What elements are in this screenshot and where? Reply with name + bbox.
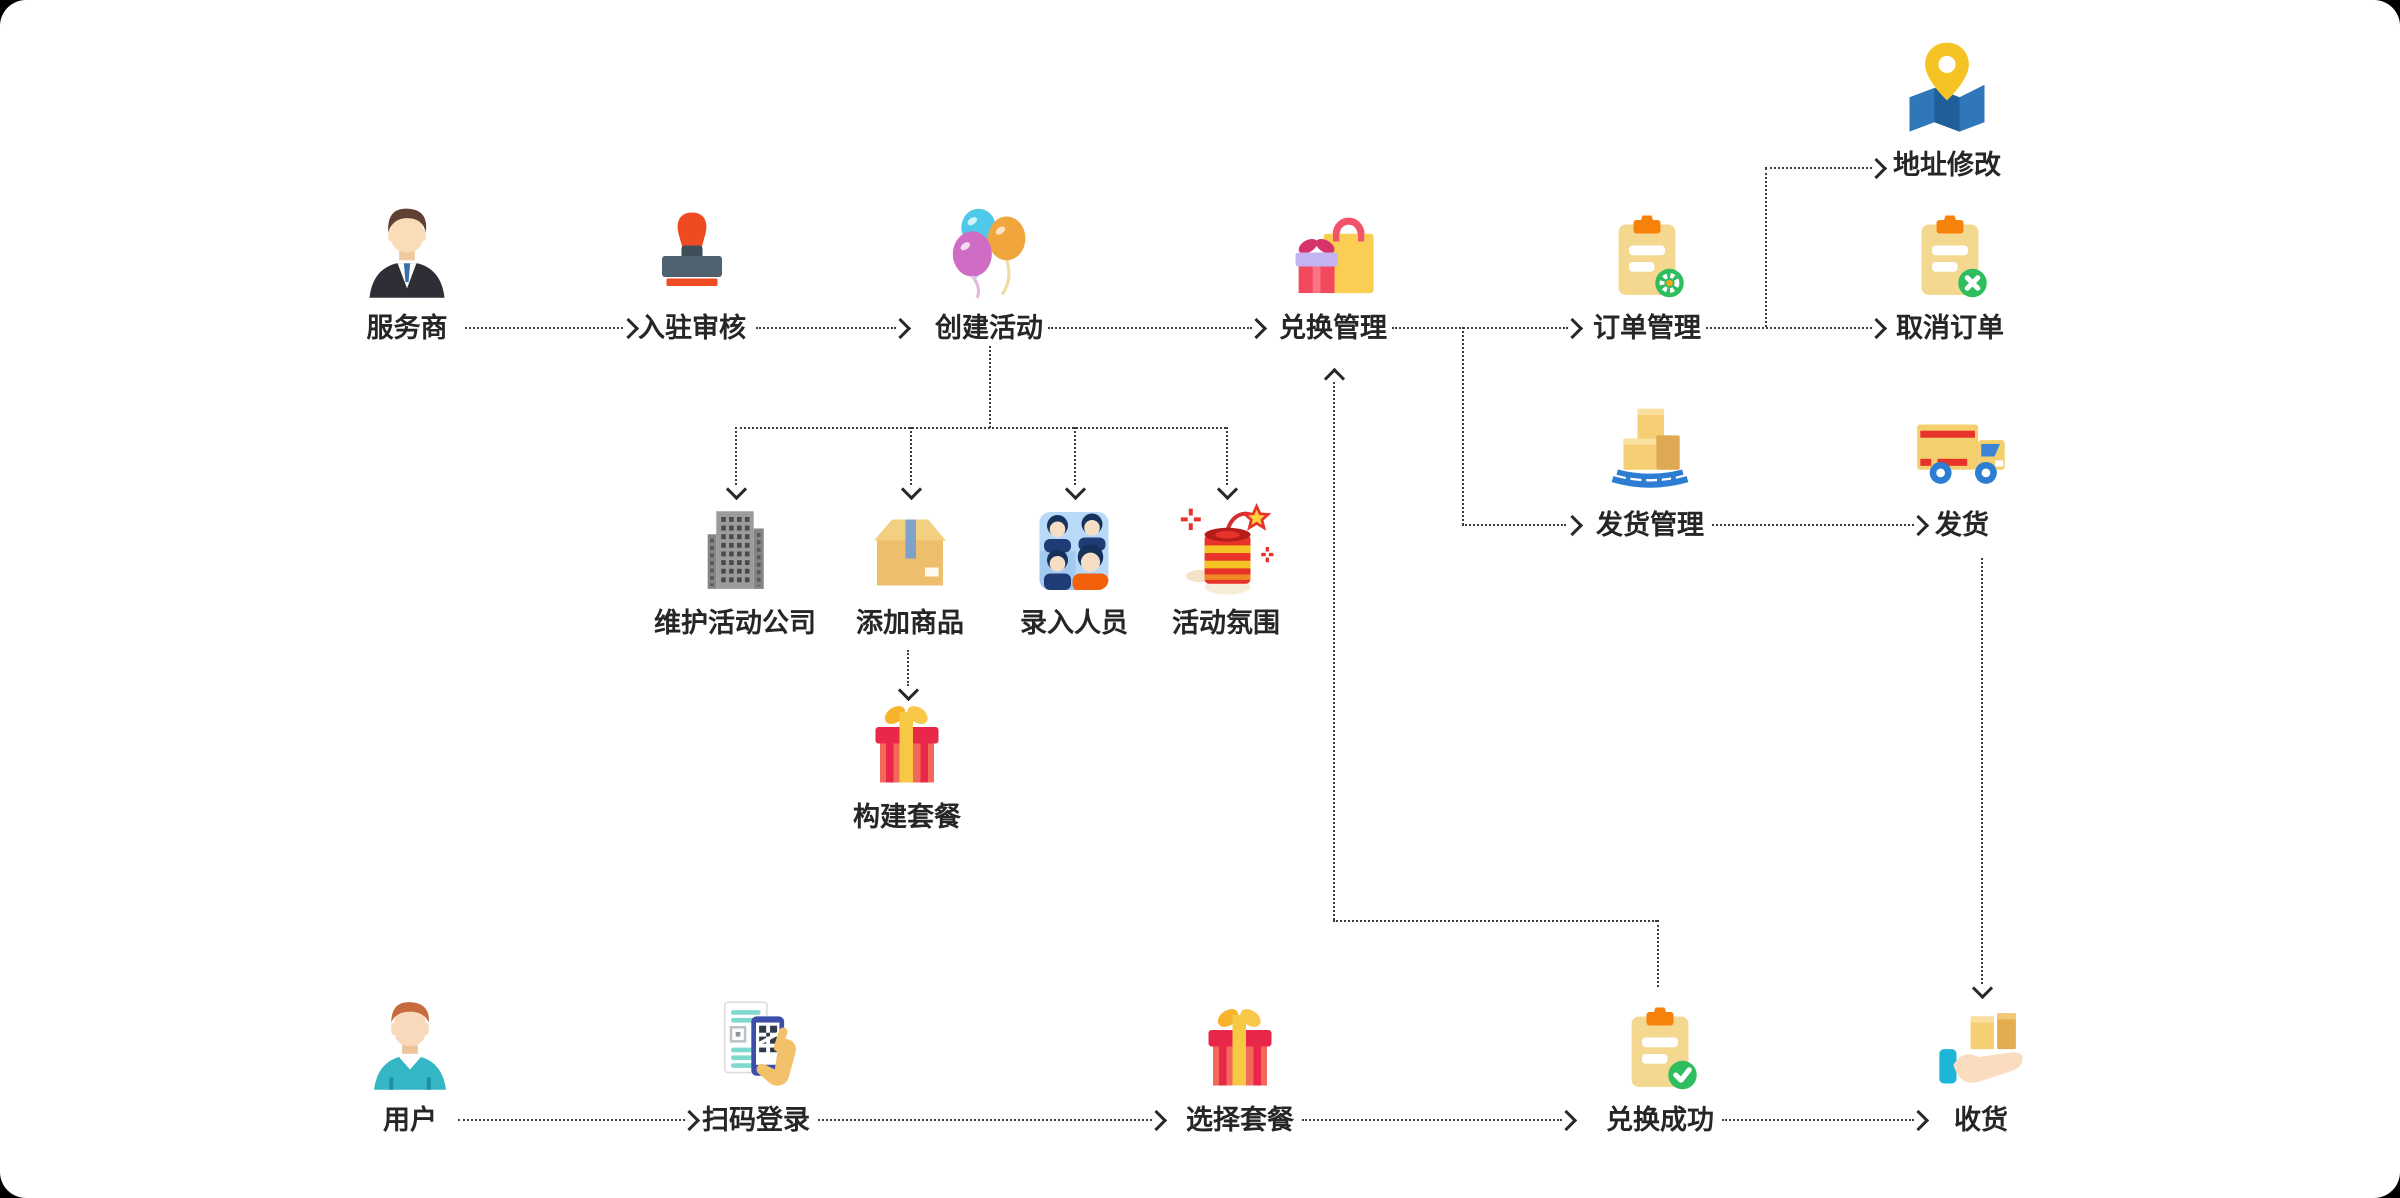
node-ship-mgmt: 发货管理 bbox=[1520, 395, 1780, 543]
connector-scan-to-choose bbox=[818, 1119, 1152, 1121]
node-add-product: 添加商品 bbox=[780, 493, 1040, 641]
node-label: 取消订单 bbox=[1896, 313, 2004, 343]
node-label: 录入人员 bbox=[1020, 608, 1128, 638]
user-icon bbox=[360, 990, 460, 1096]
connector-up-to-exchange bbox=[1333, 382, 1335, 920]
connector-product-to-package bbox=[907, 650, 909, 686]
node-label: 扫码登录 bbox=[702, 1105, 810, 1135]
connector-create-to-exchange bbox=[1048, 327, 1252, 329]
connector-ship-to-receive bbox=[1981, 558, 1983, 984]
connector-choose-to-success bbox=[1302, 1119, 1562, 1121]
clipboard-check-icon bbox=[1612, 990, 1708, 1096]
connector-service-to-review bbox=[465, 327, 623, 329]
node-label: 选择套餐 bbox=[1186, 1105, 1294, 1135]
node-label: 活动氛围 bbox=[1172, 608, 1280, 638]
node-label: 订单管理 bbox=[1593, 313, 1701, 343]
node-label: 服务商 bbox=[366, 313, 448, 343]
node-maintain-company: 维护活动公司 bbox=[605, 493, 865, 641]
node-create-activity: 创建活动 bbox=[859, 198, 1119, 346]
clipboard-cancel-icon bbox=[1902, 198, 1998, 304]
connector-success-up bbox=[1657, 920, 1659, 987]
connector-to-address bbox=[1765, 167, 1872, 169]
stamp-icon bbox=[644, 198, 740, 304]
node-label: 用户 bbox=[383, 1105, 437, 1135]
connector-drop-product bbox=[910, 427, 912, 485]
node-service-provider: 服务商 bbox=[277, 198, 537, 346]
node-enter-people: 录入人员 bbox=[944, 493, 1204, 641]
firecracker-icon bbox=[1176, 493, 1276, 599]
node-user: 用户 bbox=[280, 990, 540, 1138]
node-receive: 收货 bbox=[1851, 990, 2111, 1138]
hand-box-icon bbox=[1929, 990, 2034, 1096]
node-label: 入驻审核 bbox=[638, 313, 746, 343]
node-entry-review: 入驻审核 bbox=[562, 198, 822, 346]
node-ship: 发货 bbox=[1832, 395, 2092, 543]
connector-branch-down-ship bbox=[1462, 327, 1464, 525]
node-cancel-order: 取消订单 bbox=[1820, 198, 2080, 346]
people-group-icon bbox=[1026, 493, 1122, 599]
gift-box-icon bbox=[859, 687, 955, 793]
node-label: 发货管理 bbox=[1596, 510, 1704, 540]
carton-box-icon bbox=[862, 493, 958, 599]
node-exchange-mgmt: 兑换管理 bbox=[1203, 198, 1463, 346]
node-label: 构建套餐 bbox=[853, 802, 961, 832]
node-exchange-success: 兑换成功 bbox=[1530, 990, 1790, 1138]
node-label: 兑换管理 bbox=[1279, 313, 1387, 343]
node-label: 创建活动 bbox=[935, 313, 1043, 343]
businessman-icon bbox=[357, 198, 457, 304]
node-address-edit: 地址修改 bbox=[1817, 35, 2077, 183]
connector-success-to-receive bbox=[1722, 1119, 1914, 1121]
connector-branch-up-address bbox=[1765, 168, 1767, 327]
qr-scan-icon bbox=[706, 990, 806, 1096]
node-label: 地址修改 bbox=[1893, 150, 2001, 180]
node-order-mgmt: 订单管理 bbox=[1517, 198, 1777, 346]
connector-to-ship-mgmt bbox=[1462, 524, 1566, 526]
node-label: 收货 bbox=[1954, 1105, 2008, 1135]
connector-review-to-create bbox=[756, 327, 896, 329]
balloons-icon bbox=[937, 198, 1042, 304]
gift-box-icon bbox=[1192, 990, 1288, 1096]
pallet-boxes-icon bbox=[1600, 395, 1700, 501]
arrowhead bbox=[1323, 367, 1346, 390]
node-activity-vibe: 活动氛围 bbox=[1096, 493, 1356, 641]
connector-create-stem bbox=[989, 346, 991, 428]
connector-order-to-cancel bbox=[1706, 327, 1872, 329]
node-choose-package: 选择套餐 bbox=[1110, 990, 1370, 1138]
connector-shipmgmt-to-ship bbox=[1712, 524, 1914, 526]
clipboard-gear-icon bbox=[1599, 198, 1695, 304]
node-build-package: 构建套餐 bbox=[777, 687, 1037, 835]
node-label: 发货 bbox=[1935, 510, 1989, 540]
building-icon bbox=[689, 493, 781, 599]
connector-drop-people bbox=[1074, 427, 1076, 485]
connector-drop-company bbox=[735, 427, 737, 485]
node-scan-login: 扫码登录 bbox=[626, 990, 886, 1138]
connector-drop-vibe bbox=[1226, 427, 1228, 485]
node-label: 添加商品 bbox=[856, 608, 964, 638]
truck-icon bbox=[1910, 395, 2015, 501]
connector-success-across bbox=[1333, 920, 1657, 922]
gift-bag-icon bbox=[1283, 198, 1383, 304]
connector-branch-bar bbox=[735, 427, 1226, 429]
node-label: 维护活动公司 bbox=[654, 608, 816, 638]
map-pin-icon bbox=[1897, 35, 1997, 141]
connector-user-to-scan bbox=[458, 1119, 685, 1121]
connector-exchange-to-order bbox=[1392, 327, 1568, 329]
node-label: 兑换成功 bbox=[1606, 1105, 1714, 1135]
